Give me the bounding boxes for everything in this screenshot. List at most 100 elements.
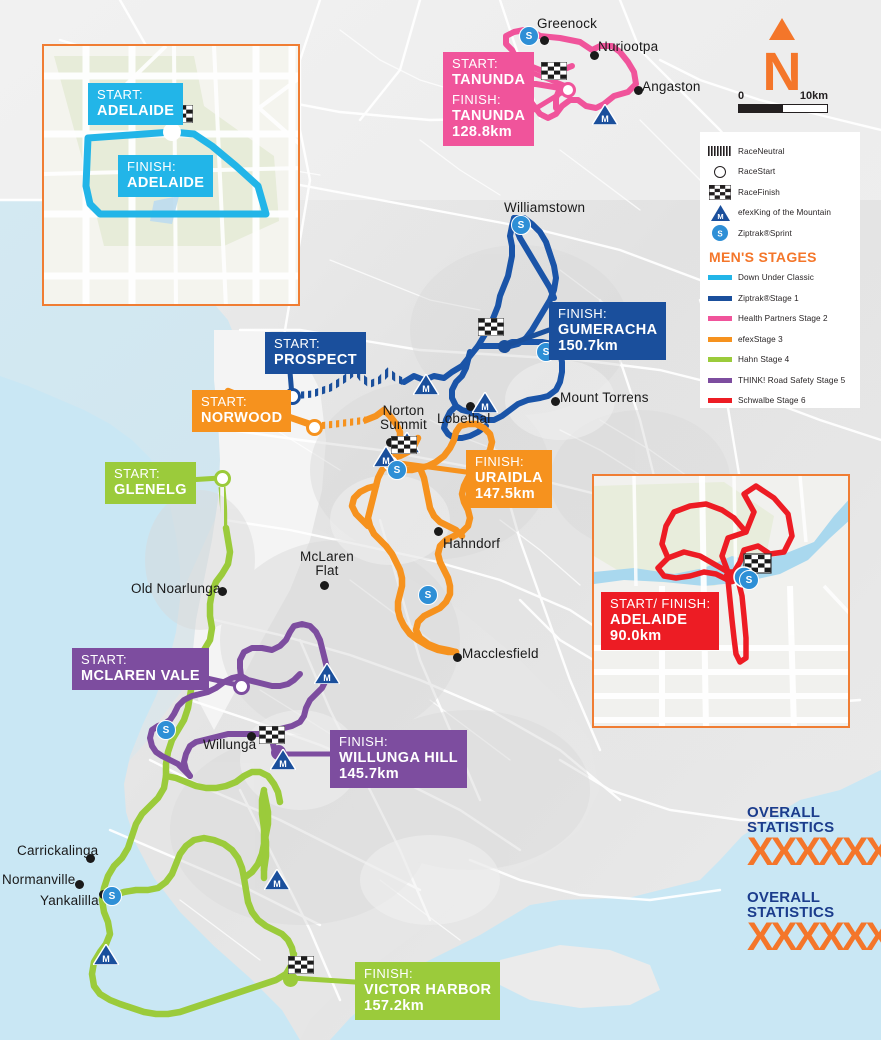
- route-stage3-neutral: [317, 416, 367, 430]
- legend-stage-row: Health Partners Stage 2: [707, 309, 860, 330]
- callout-line2: ADELAIDE: [97, 102, 175, 119]
- north-arrow: N: [763, 18, 802, 102]
- legend-stage-label: Ziptrak®Stage 1: [738, 293, 799, 303]
- open-circle-icon: [707, 165, 733, 178]
- place-label: Williamstown: [504, 200, 586, 215]
- legend-symbol-label: efexKing of the Mountain: [738, 208, 831, 218]
- callout-line2: URAIDLA: [475, 469, 544, 486]
- place-dot: [590, 51, 599, 60]
- checkered-flag-icon: [707, 184, 733, 200]
- place-label: Willunga: [203, 737, 257, 752]
- callout-stage1-start: START:PROSPECT: [265, 332, 366, 374]
- stage3-start-dot: [306, 419, 323, 436]
- north-letter: N: [765, 42, 799, 96]
- king-of-the-mountain-icon: M: [590, 102, 620, 126]
- stage5-finish-flag: [259, 726, 285, 744]
- legend-stage-label: efexStage 3: [738, 334, 783, 344]
- place-label: Macclesfield: [462, 646, 539, 661]
- place-dot: [320, 581, 329, 590]
- callout-line3: 90.0km: [610, 627, 662, 644]
- place-label: Yankalilla: [40, 893, 99, 908]
- place-dot: [466, 402, 475, 411]
- callout-line1: FINISH:: [452, 92, 502, 107]
- stage5-start-dot: [233, 678, 250, 695]
- callout-line1: START/ FINISH:: [610, 596, 711, 611]
- island-land: [500, 945, 660, 1008]
- stage2-finish-flag: [541, 62, 567, 80]
- place-label: Angaston: [642, 79, 701, 94]
- stats-placeholder-value: XXXXXX: [747, 830, 881, 874]
- callout-line1: START:: [97, 87, 143, 102]
- callout-line1: START:: [452, 56, 498, 71]
- svg-text:M: M: [382, 456, 390, 466]
- inset-river: [594, 500, 848, 586]
- stage2-node-dot: [560, 82, 576, 98]
- scale-max: 10km: [799, 90, 828, 102]
- callout-line1: START:: [81, 652, 127, 667]
- legend-symbol-label: Ziptrak®Sprint: [738, 228, 792, 238]
- callout-line3: 150.7km: [558, 337, 619, 354]
- stage-color-swatch: [707, 377, 733, 383]
- place-dot: [434, 527, 443, 536]
- callout-line1: START:: [274, 336, 320, 351]
- callout-line2: GUMERACHA: [558, 321, 658, 338]
- place-dot: [540, 36, 549, 45]
- callout-line2: VICTOR HARBOR: [364, 981, 492, 998]
- stats-title-line2: STATISTICS: [747, 904, 835, 921]
- callout-line2: TANUNDA: [452, 107, 526, 124]
- sprint-icon: S: [387, 460, 407, 480]
- route-stage4: [88, 524, 298, 1018]
- place-dot: [453, 653, 462, 662]
- north-arrow-head: [769, 18, 795, 40]
- callout-line2: GLENELG: [114, 481, 187, 498]
- callout-line1: FINISH:: [339, 734, 389, 749]
- king-of-the-mountain-icon: M: [411, 372, 441, 396]
- stage4-finish-dot: [283, 972, 298, 987]
- legend-symbol-label: RaceStart: [738, 167, 776, 177]
- king-of-the-mountain-icon: M: [268, 747, 298, 771]
- king-of-the-mountain-icon: M: [262, 867, 292, 891]
- callout-line1: START:: [201, 394, 247, 409]
- callout-line3: 145.7km: [339, 765, 400, 782]
- svg-text:M: M: [481, 402, 489, 412]
- sprint-icon: S: [739, 570, 759, 590]
- legend-symbol-label: RaceNeutral: [738, 146, 785, 156]
- legend-symbol-race-start: RaceStart: [707, 162, 860, 183]
- legend-stage-row: efexStage 3: [707, 329, 860, 350]
- king-of-the-mountain-icon: M: [470, 390, 500, 414]
- place-dot: [551, 397, 560, 406]
- scale-min: 0: [738, 90, 745, 102]
- sprint-circle-icon: S: [707, 225, 733, 242]
- place-label: Greenock: [537, 16, 598, 31]
- place-dot: [634, 86, 643, 95]
- place-label: Nuriootpa: [598, 39, 659, 54]
- stage-color-swatch: [707, 275, 733, 281]
- king-of-the-mountain-icon: M: [312, 661, 342, 685]
- legend-heading: MEN'S STAGES: [709, 248, 817, 265]
- scale-bar: 0 10km: [738, 90, 836, 121]
- legend-symbol-label: RaceFinish: [738, 187, 780, 197]
- legend-stage-label: Down Under Classic: [738, 273, 814, 283]
- legend-symbol-sprint: S Ziptrak®Sprint: [707, 223, 860, 244]
- sprint-icon: S: [102, 886, 122, 906]
- legend-stage-row: Ziptrak®Stage 1: [707, 288, 860, 309]
- stats-title-line2: STATISTICS: [747, 819, 835, 836]
- place-dot: [75, 880, 84, 889]
- svg-text:M: M: [279, 759, 287, 769]
- stage1-finish-flag: [478, 318, 504, 336]
- place-dot: [218, 587, 227, 596]
- stage6-finish-flag: [743, 553, 772, 574]
- callout-line1: FINISH:: [475, 454, 525, 469]
- stage-color-swatch: [707, 398, 733, 404]
- stage3-finish-flag: [391, 436, 417, 454]
